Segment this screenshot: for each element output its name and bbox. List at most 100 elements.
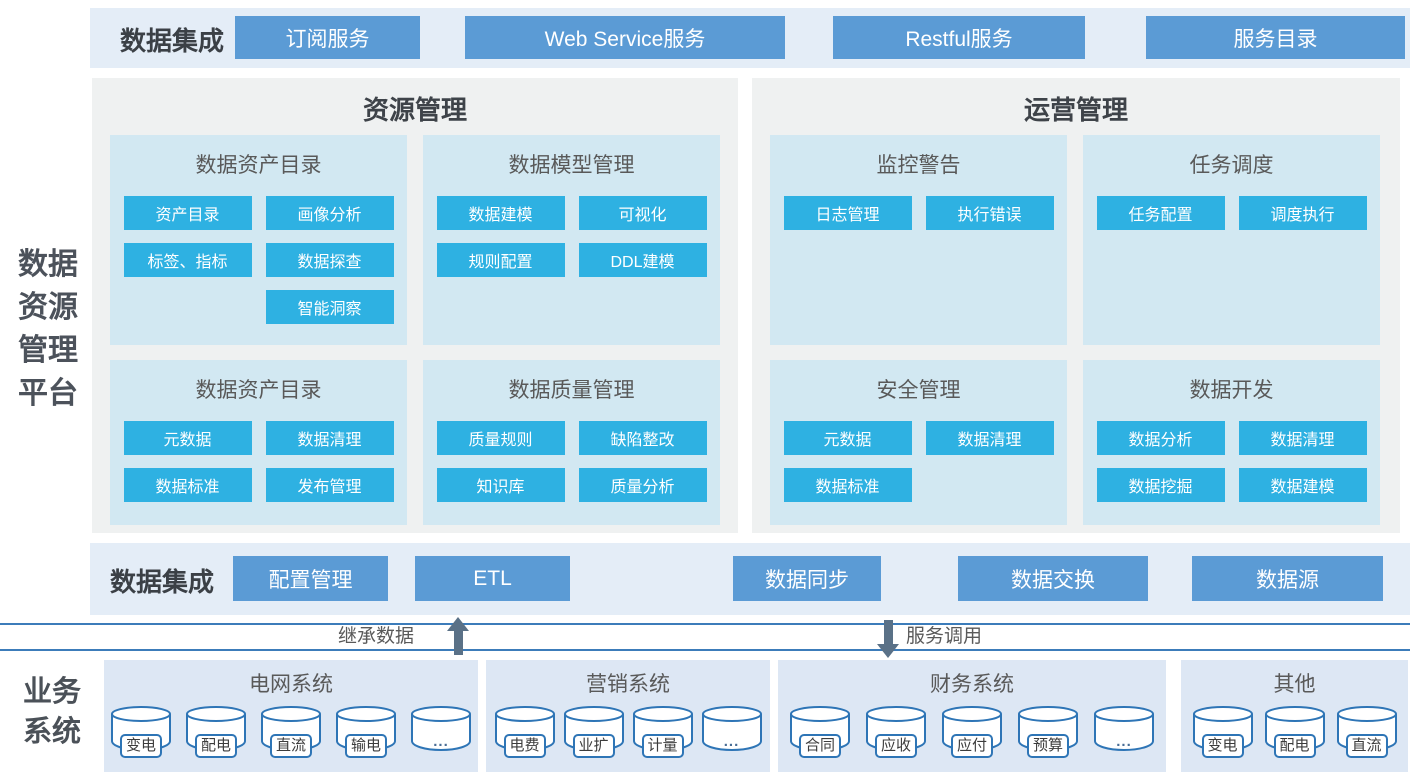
data-sync-button[interactable]: 数据同步 (733, 556, 881, 601)
group-finance-system: 财务系统 合同 应收 应付 预算 ... (778, 660, 1166, 772)
web-service-button[interactable]: Web Service服务 (465, 16, 785, 59)
section-title: 数据质量管理 (508, 379, 635, 402)
platform-title-line: 平台 (18, 377, 78, 410)
database-icon-more: ... (701, 705, 763, 758)
platform-title-line: 数据 (18, 248, 78, 281)
database-icon: 输电 (335, 705, 397, 758)
database-icon: 直流 (1336, 705, 1398, 758)
section-title: 数据资产目录 (195, 379, 322, 402)
subscription-service-button[interactable]: 订阅服务 (235, 16, 420, 59)
database-icon: 业扩 (563, 705, 625, 758)
data-standard-button[interactable]: 数据标准 (123, 468, 252, 502)
section-title: 监控警告 (876, 154, 961, 177)
task-config-button[interactable]: 任务配置 (1096, 196, 1225, 230)
visualization-button[interactable]: 可视化 (578, 196, 707, 230)
data-source-button[interactable]: 数据源 (1192, 556, 1383, 601)
database-icon: 合同 (789, 705, 851, 758)
profile-analysis-button[interactable]: 画像分析 (265, 196, 394, 230)
smart-insight-button[interactable]: 智能洞察 (265, 290, 394, 324)
panel-operation-management: 运营管理 监控警告 日志管理 执行错误 任务调度 任务配置 调度执行 安全管理 … (752, 78, 1400, 533)
data-modeling-button[interactable]: 数据建模 (1238, 468, 1367, 502)
panel-title: 资源管理 (362, 95, 467, 125)
service-catalog-button[interactable]: 服务目录 (1146, 16, 1405, 59)
section-security-management: 安全管理 元数据 数据清理 数据标准 (770, 360, 1067, 525)
section-data-asset-catalog: 数据资产目录 资产目录 画像分析 标签、指标 数据探查 智能洞察 (110, 135, 407, 345)
data-exploration-button[interactable]: 数据探查 (265, 243, 394, 277)
schedule-execution-button[interactable]: 调度执行 (1238, 196, 1367, 230)
arrow-down-icon (876, 620, 900, 658)
database-icon: 预算 (1017, 705, 1079, 758)
section-data-quality-management: 数据质量管理 质量规则 缺陷整改 知识库 质量分析 (423, 360, 720, 525)
database-label: 变电 (1201, 734, 1244, 758)
metadata-button[interactable]: 元数据 (783, 421, 912, 455)
database-icon: 电费 (494, 705, 556, 758)
database-label: 业扩 (572, 734, 615, 758)
restful-service-button[interactable]: Restful服务 (833, 16, 1085, 59)
data-integration-bottom-band: 数据集成 配置管理 ETL 数据同步 数据交换 数据源 (90, 543, 1410, 615)
business-systems-title: 业务 系统 (8, 672, 96, 752)
button-grid: 元数据 数据清理 数据标准 (770, 421, 1067, 502)
asset-catalog-button[interactable]: 资产目录 (123, 196, 252, 230)
button-grid: 数据建模 可视化 规则配置 DDL建模 (423, 196, 720, 277)
ellipsis-label: ... (433, 733, 449, 750)
data-cleaning-button[interactable]: 数据清理 (925, 421, 1054, 455)
rule-config-button[interactable]: 规则配置 (436, 243, 565, 277)
database-label: 计量 (641, 734, 684, 758)
database-icon: 配电 (185, 705, 247, 758)
group-title: 营销系统 (586, 673, 670, 696)
defect-fix-button[interactable]: 缺陷整改 (578, 421, 707, 455)
database-icon: 计量 (632, 705, 694, 758)
section-data-development: 数据开发 数据分析 数据清理 数据挖掘 数据建模 (1083, 360, 1380, 525)
data-modeling-button[interactable]: 数据建模 (436, 196, 565, 230)
quality-rule-button[interactable]: 质量规则 (436, 421, 565, 455)
data-exchange-button[interactable]: 数据交换 (958, 556, 1148, 601)
data-analysis-button[interactable]: 数据分析 (1096, 421, 1225, 455)
database-label: 直流 (1345, 734, 1388, 758)
data-mining-button[interactable]: 数据挖掘 (1096, 468, 1225, 502)
section-title: 安全管理 (876, 379, 961, 402)
metadata-button[interactable]: 元数据 (123, 421, 252, 455)
database-row: 变电 配电 直流 输电 ... (104, 705, 478, 758)
database-icon: 应收 (865, 705, 927, 758)
config-management-button[interactable]: 配置管理 (233, 556, 388, 601)
section-title: 任务调度 (1189, 154, 1274, 177)
platform-title-line: 资源 (18, 291, 78, 324)
ddl-modeling-button[interactable]: DDL建模 (578, 243, 707, 277)
business-systems-title-line: 业务 (22, 676, 81, 708)
data-integration-top-band: 数据集成 订阅服务 Web Service服务 Restful服务 服务目录 (90, 8, 1410, 68)
database-label: 变电 (119, 734, 163, 758)
database-icon: 变电 (1192, 705, 1254, 758)
group-other: 其他 变电 配电 直流 (1181, 660, 1408, 772)
exchange-divider (0, 623, 1410, 651)
database-label: 应收 (874, 734, 918, 758)
button-grid: 元数据 数据清理 数据标准 发布管理 (110, 421, 407, 502)
data-standard-button[interactable]: 数据标准 (783, 468, 912, 502)
data-cleaning-button[interactable]: 数据清理 (265, 421, 394, 455)
database-icon-more: ... (1093, 705, 1155, 758)
button-grid: 质量规则 缺陷整改 知识库 质量分析 (423, 421, 720, 502)
service-call-label: 服务调用 (906, 626, 983, 647)
band-label: 数据集成 (120, 26, 225, 56)
section-title: 数据资产目录 (195, 154, 322, 177)
tags-metrics-button[interactable]: 标签、指标 (123, 243, 252, 277)
group-marketing-system: 营销系统 电费 业扩 计量 ... (486, 660, 770, 772)
band-label: 数据集成 (110, 567, 215, 597)
log-management-button[interactable]: 日志管理 (783, 196, 912, 230)
section-data-asset-catalog-2: 数据资产目录 元数据 数据清理 数据标准 发布管理 (110, 360, 407, 525)
button-grid: 任务配置 调度执行 (1083, 196, 1380, 230)
database-label: 配电 (194, 734, 238, 758)
button-grid: 日志管理 执行错误 (770, 196, 1067, 230)
button-grid: 数据分析 数据清理 数据挖掘 数据建模 (1083, 421, 1380, 502)
publish-management-button[interactable]: 发布管理 (265, 468, 394, 502)
group-grid-system: 电网系统 变电 配电 直流 输电 ... (104, 660, 478, 772)
quality-analysis-button[interactable]: 质量分析 (578, 468, 707, 502)
platform-title: 数据 资源 管理 平台 (6, 243, 90, 415)
panel-title: 运营管理 (1023, 95, 1128, 125)
knowledge-base-button[interactable]: 知识库 (436, 468, 565, 502)
execution-error-button[interactable]: 执行错误 (925, 196, 1054, 230)
etl-button[interactable]: ETL (415, 556, 570, 601)
database-label: 预算 (1026, 734, 1070, 758)
data-cleaning-button[interactable]: 数据清理 (1238, 421, 1367, 455)
database-row: 电费 业扩 计量 ... (486, 705, 770, 758)
